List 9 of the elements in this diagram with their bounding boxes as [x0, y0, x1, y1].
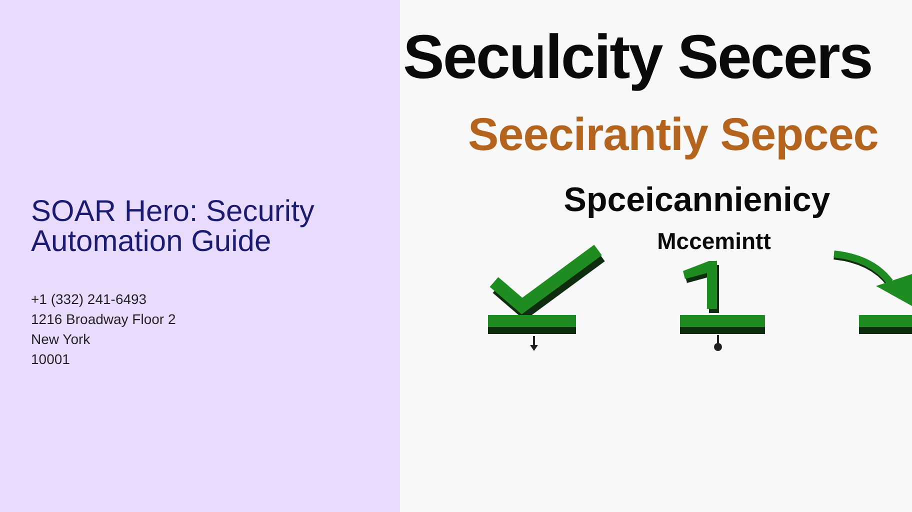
illustration-subheading: Seecirantiy Sepcec — [468, 108, 878, 161]
postal-code: 10001 — [31, 351, 70, 368]
illustration-caption: Mccemintt — [657, 228, 771, 254]
illustration-caption: Spceicannienicy — [564, 181, 830, 220]
illustration-heading: Seculcity Secers — [403, 22, 872, 94]
page-title: SOAR Hero: Security Automation Guide — [31, 197, 316, 257]
street-address: 1216 Broadway Floor 2 — [31, 311, 176, 328]
city-name: New York — [31, 331, 90, 348]
phone-number: +1 (332) 241-6493 — [31, 291, 147, 308]
